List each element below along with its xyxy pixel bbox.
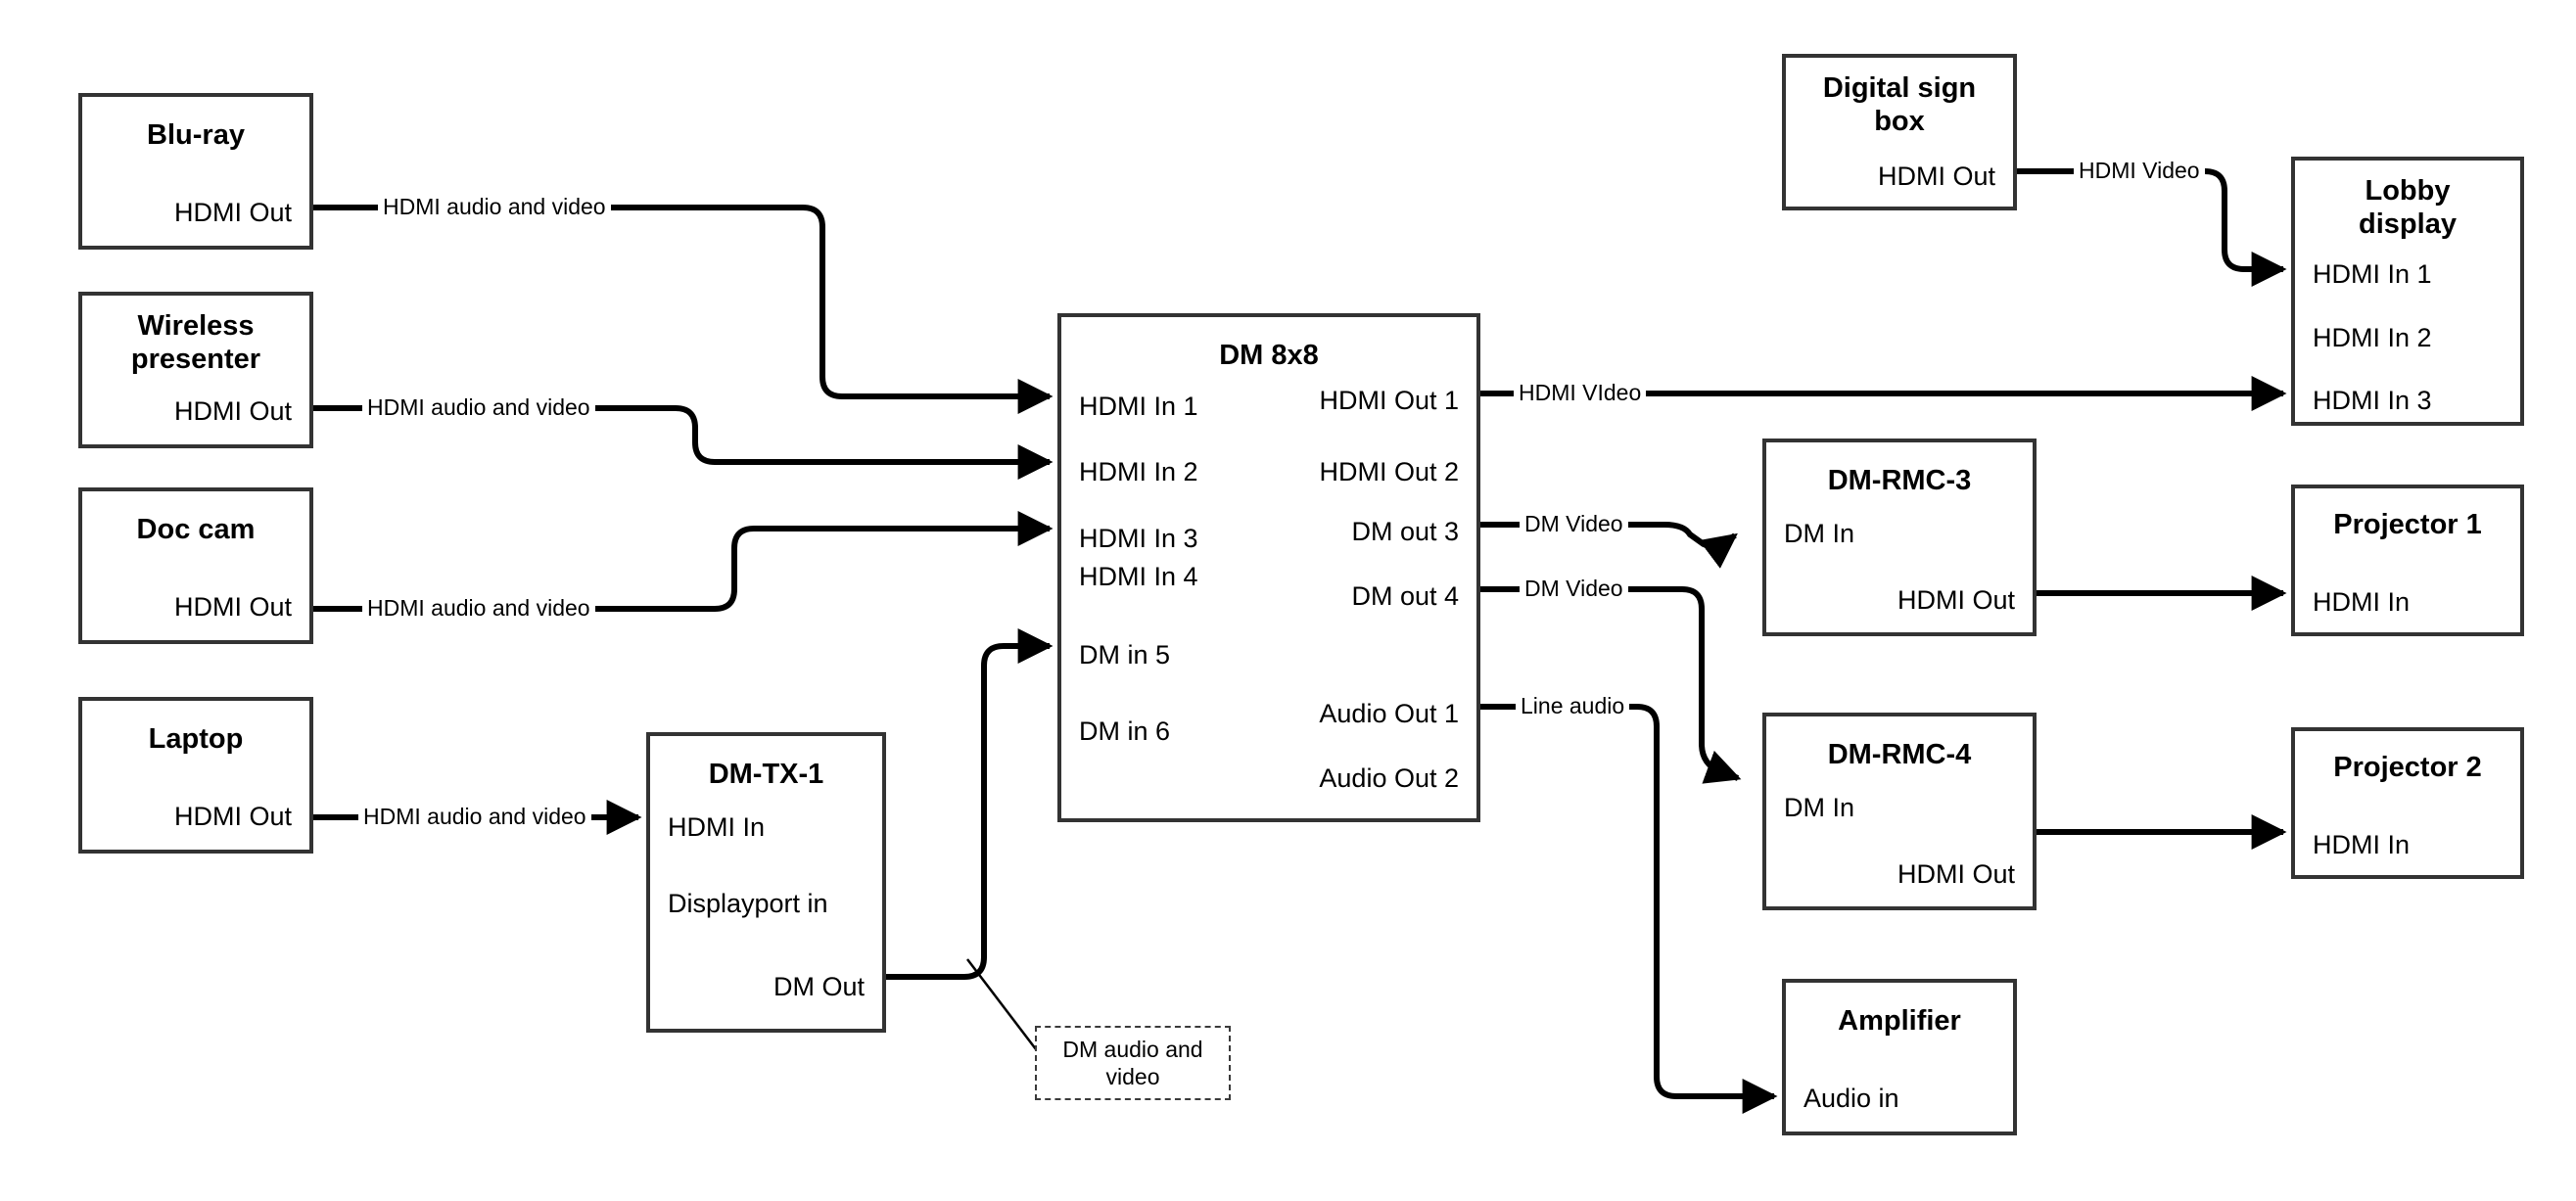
node-dm-8x8-port-hdmi-out-2[interactable]: HDMI Out 2 bbox=[1319, 457, 1459, 486]
wire-dm8x8-out4-to-rmc4 bbox=[1480, 586, 1742, 784]
node-lobby-display-port-hdmi-in-1[interactable]: HDMI In 1 bbox=[2313, 259, 2432, 289]
callout-leader-line bbox=[966, 958, 1037, 1050]
node-dm-rmc-4-port-hdmi-out[interactable]: HDMI Out bbox=[1897, 859, 2015, 889]
node-digital-sign-box[interactable]: Digital sign box HDMI Out bbox=[1782, 54, 2017, 210]
node-projector-2[interactable]: Projector 2 HDMI In bbox=[2291, 727, 2524, 879]
node-lobby-display-title-line1: Lobby bbox=[2365, 175, 2451, 207]
node-dm-8x8-port-hdmi-in-2[interactable]: HDMI In 2 bbox=[1079, 457, 1198, 486]
node-lobby-display-port-hdmi-in-3[interactable]: HDMI In 3 bbox=[2313, 386, 2432, 415]
node-bluray[interactable]: Blu-ray HDMI Out bbox=[78, 93, 313, 250]
node-dm-tx-1[interactable]: DM-TX-1 HDMI In Displayport in DM Out bbox=[646, 732, 886, 1033]
node-projector-2-title: Projector 2 bbox=[2333, 752, 2482, 783]
node-dm-rmc-4[interactable]: DM-RMC-4 DM In HDMI Out bbox=[1762, 713, 2037, 910]
node-dm-tx-1-port-dm-out[interactable]: DM Out bbox=[773, 972, 865, 1001]
node-dm-tx-1-title: DM-TX-1 bbox=[708, 759, 824, 790]
node-bluray-title: Blu-ray bbox=[147, 119, 245, 151]
node-dm-8x8-port-hdmi-out-1[interactable]: HDMI Out 1 bbox=[1319, 386, 1459, 415]
node-laptop[interactable]: Laptop HDMI Out bbox=[78, 697, 313, 854]
wire-signbox-to-lobby-in1 bbox=[2017, 168, 2287, 287]
node-doc-cam[interactable]: Doc cam HDMI Out bbox=[78, 487, 313, 644]
node-laptop-title: Laptop bbox=[148, 723, 244, 755]
wire-label-bluray-to-dm8x8: HDMI audio and video bbox=[378, 196, 611, 218]
node-dm-rmc-3-title: DM-RMC-3 bbox=[1827, 465, 1972, 496]
node-doc-cam-port-hdmi-out[interactable]: HDMI Out bbox=[173, 592, 292, 622]
node-dm-8x8-port-hdmi-in-4[interactable]: HDMI In 4 bbox=[1079, 562, 1198, 591]
callout-text-line1: DM audio and bbox=[1062, 1036, 1203, 1062]
wire-label-dm8x8-out1-to-lobby: HDMI VIdeo bbox=[1514, 382, 1647, 404]
node-dm-rmc-3-port-hdmi-out[interactable]: HDMI Out bbox=[1897, 585, 2015, 615]
wire-label-dm8x8-out3-to-rmc3: DM Video bbox=[1520, 513, 1628, 535]
node-dm-tx-1-port-hdmi-in[interactable]: HDMI In bbox=[668, 812, 766, 842]
node-dm-8x8-port-hdmi-in-1[interactable]: HDMI In 1 bbox=[1079, 392, 1198, 421]
callout-text: DM audio and video bbox=[1062, 1036, 1202, 1090]
node-dm-8x8-port-dm-out-4[interactable]: DM out 4 bbox=[1351, 581, 1459, 611]
callout-dm-audio-and-video: DM audio and video bbox=[1035, 1026, 1231, 1100]
node-dm-8x8-port-audio-out-1[interactable]: Audio Out 1 bbox=[1319, 699, 1459, 728]
node-dm-8x8-title: DM 8x8 bbox=[1219, 340, 1319, 371]
node-digital-sign-box-title-line2: box bbox=[1874, 106, 1925, 137]
node-projector-2-port-hdmi-in[interactable]: HDMI In bbox=[2313, 830, 2411, 859]
node-amplifier[interactable]: Amplifier Audio in bbox=[1782, 979, 2017, 1135]
node-doc-cam-title: Doc cam bbox=[136, 514, 256, 545]
node-amplifier-title: Amplifier bbox=[1838, 1005, 1961, 1037]
node-dm-8x8-port-hdmi-in-3[interactable]: HDMI In 3 bbox=[1079, 524, 1198, 553]
node-dm-8x8-port-dm-out-3[interactable]: DM out 3 bbox=[1351, 517, 1459, 546]
wire-bluray-to-dm8x8-in1 bbox=[313, 205, 1054, 414]
node-bluray-port-hdmi-out[interactable]: HDMI Out bbox=[173, 198, 292, 227]
node-dm-8x8-port-dm-in-6[interactable]: DM in 6 bbox=[1079, 716, 1171, 746]
wire-label-laptop-to-dmtx1: HDMI audio and video bbox=[358, 806, 591, 828]
node-projector-1[interactable]: Projector 1 HDMI In bbox=[2291, 485, 2524, 636]
node-wireless-presenter-title-line1: Wireless bbox=[137, 310, 255, 342]
node-dm-8x8-port-dm-in-5[interactable]: DM in 5 bbox=[1079, 640, 1171, 670]
wire-label-audioout1-to-amplifier: Line audio bbox=[1516, 695, 1630, 717]
callout-text-line2: video bbox=[1105, 1064, 1160, 1089]
node-wireless-presenter-title-line2: presenter bbox=[130, 344, 261, 375]
node-dm-rmc-4-port-dm-in[interactable]: DM In bbox=[1784, 793, 1855, 822]
node-lobby-display[interactable]: Lobby display HDMI In 1 HDMI In 2 HDMI I… bbox=[2291, 157, 2524, 426]
node-dm-8x8-port-audio-out-2[interactable]: Audio Out 2 bbox=[1319, 763, 1459, 793]
wire-label-signbox-to-lobby: HDMI Video bbox=[2074, 160, 2205, 182]
node-projector-1-title: Projector 1 bbox=[2333, 509, 2482, 540]
node-dm-rmc-3-port-dm-in[interactable]: DM In bbox=[1784, 519, 1855, 548]
node-dm-rmc-4-title: DM-RMC-4 bbox=[1827, 739, 1972, 770]
node-dm-8x8[interactable]: DM 8x8 HDMI In 1 HDMI In 2 HDMI In 3 HDM… bbox=[1057, 313, 1480, 822]
wire-label-doccam-to-dm8x8: HDMI audio and video bbox=[362, 597, 595, 620]
node-digital-sign-box-port-hdmi-out[interactable]: HDMI Out bbox=[1877, 162, 1995, 191]
node-laptop-port-hdmi-out[interactable]: HDMI Out bbox=[173, 802, 292, 831]
node-lobby-display-title-line2: display bbox=[2359, 208, 2457, 240]
wire-label-wireless-to-dm8x8: HDMI audio and video bbox=[362, 396, 595, 419]
node-digital-sign-box-title-line1: Digital sign bbox=[1822, 72, 1977, 104]
node-lobby-display-port-hdmi-in-2[interactable]: HDMI In 2 bbox=[2313, 323, 2432, 352]
node-projector-1-port-hdmi-in[interactable]: HDMI In bbox=[2313, 587, 2411, 617]
node-wireless-presenter[interactable]: Wireless presenter HDMI Out bbox=[78, 292, 313, 448]
wire-dmtx1-to-dm8x8-in5 bbox=[886, 628, 1054, 980]
wire-dm8x8-audioout1-to-amplifier bbox=[1480, 704, 1778, 1114]
node-amplifier-port-audio-in[interactable]: Audio in bbox=[1803, 1084, 1899, 1113]
node-dm-tx-1-port-displayport-in[interactable]: Displayport in bbox=[668, 889, 828, 918]
node-wireless-presenter-port-hdmi-out[interactable]: HDMI Out bbox=[173, 396, 292, 426]
wire-label-dm8x8-out4-to-rmc4: DM Video bbox=[1520, 577, 1628, 600]
node-dm-rmc-3[interactable]: DM-RMC-3 DM In HDMI Out bbox=[1762, 439, 2037, 636]
